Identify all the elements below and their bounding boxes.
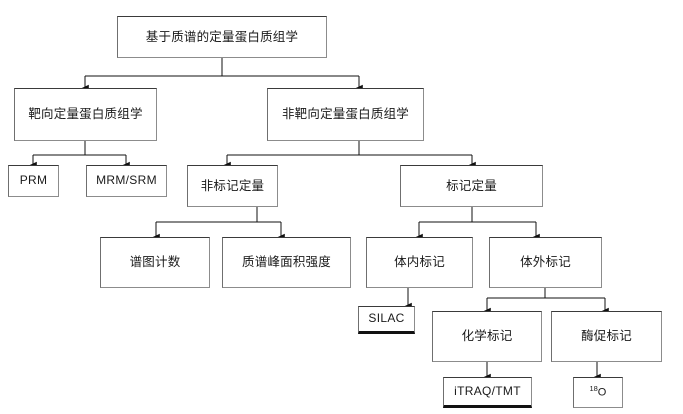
node-o18[interactable]: 18O: [573, 377, 623, 408]
node-spectral-counting-label: 谱图计数: [129, 255, 181, 270]
node-peak-area-intensity-label: 质谱峰面积强度: [242, 255, 331, 270]
node-mrm-srm[interactable]: MRM/SRM: [86, 165, 167, 197]
node-in-vivo-labeling[interactable]: 体内标记: [366, 237, 473, 288]
node-label-free-quantification[interactable]: 非标记定量: [187, 165, 278, 207]
o18-element: O: [597, 387, 607, 399]
node-labeled-quantification-label: 标记定量: [446, 178, 497, 193]
node-itraq-tmt-label: iTRAQ/TMT: [454, 383, 521, 398]
node-label-free-quantification-label: 非标记定量: [200, 178, 265, 193]
node-untargeted-proteomics[interactable]: 非靶向定量蛋白质组学: [267, 88, 424, 141]
node-root[interactable]: 基于质谱的定量蛋白质组学: [117, 16, 327, 58]
node-in-vivo-labeling-label: 体内标记: [394, 255, 445, 270]
node-o18-label: 18O: [586, 385, 609, 399]
node-chemical-labeling-label: 化学标记: [461, 329, 513, 344]
node-itraq-tmt[interactable]: iTRAQ/TMT: [443, 377, 532, 408]
node-enzymatic-labeling[interactable]: 酶促标记: [551, 311, 662, 362]
node-silac[interactable]: SILAC: [358, 306, 415, 334]
node-prm-label: PRM: [19, 173, 48, 188]
node-in-vitro-labeling[interactable]: 体外标记: [489, 237, 602, 288]
node-root-label: 基于质谱的定量蛋白质组学: [145, 29, 299, 44]
node-enzymatic-labeling-label: 酶促标记: [581, 329, 632, 344]
node-chemical-labeling[interactable]: 化学标记: [432, 311, 542, 362]
o18-superscript: 18: [589, 384, 598, 394]
node-in-vitro-labeling-label: 体外标记: [520, 255, 571, 270]
node-spectral-counting[interactable]: 谱图计数: [100, 237, 210, 288]
node-peak-area-intensity[interactable]: 质谱峰面积强度: [222, 237, 351, 288]
node-prm[interactable]: PRM: [8, 165, 59, 197]
node-untargeted-proteomics-label: 非靶向定量蛋白质组学: [281, 107, 409, 122]
node-labeled-quantification[interactable]: 标记定量: [400, 165, 543, 207]
node-targeted-proteomics-label: 靶向定量蛋白质组学: [28, 107, 143, 122]
node-targeted-proteomics[interactable]: 靶向定量蛋白质组学: [14, 88, 157, 141]
node-silac-label: SILAC: [368, 311, 405, 326]
node-mrm-srm-label: MRM/SRM: [96, 173, 157, 188]
